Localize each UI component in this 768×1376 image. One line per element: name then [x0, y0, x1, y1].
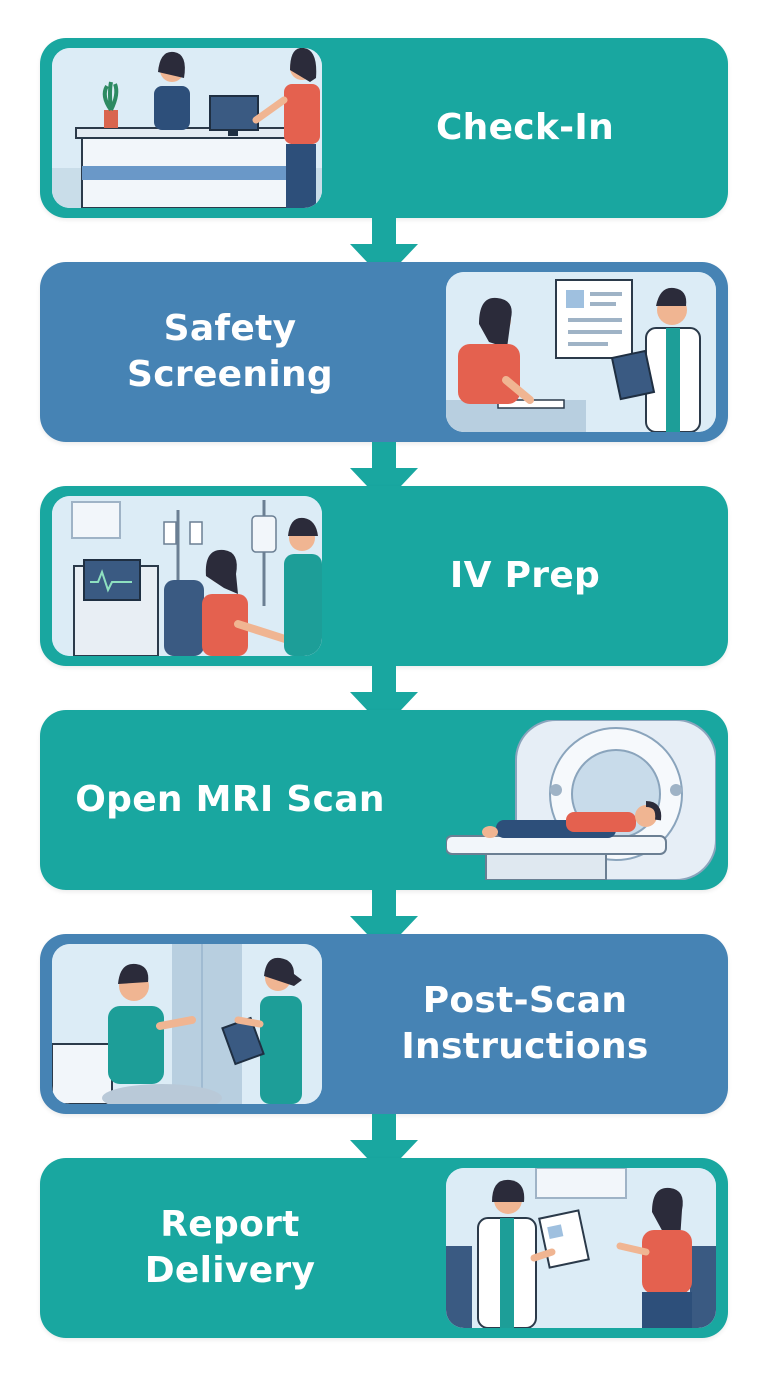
- step-iv-prep: IV Prep: [40, 486, 728, 666]
- step-label: Safety Screening: [127, 308, 333, 395]
- down-arrow-icon: [350, 442, 418, 504]
- step-label: Check-In: [435, 107, 615, 148]
- iv-drip-illustration: [52, 496, 322, 656]
- screening-questionnaire-illustration: [446, 272, 716, 432]
- reception-desk-illustration: [52, 48, 322, 208]
- step-label: Post-Scan Instructions: [401, 980, 649, 1067]
- step-label: Open MRI Scan: [75, 779, 385, 820]
- mri-scanner-illustration: [446, 720, 716, 880]
- step-safety-screening: Safety Screening: [40, 262, 728, 442]
- step-check-in: Check-In: [40, 38, 728, 218]
- step-report-delivery: Report Delivery: [40, 1158, 728, 1338]
- doctor-report-illustration: [446, 1168, 716, 1328]
- step-open-mri-scan: Open MRI Scan: [40, 710, 728, 890]
- step-post-scan-instructions: Post-Scan Instructions: [40, 934, 728, 1114]
- down-arrow-icon: [350, 218, 418, 280]
- step-label: IV Prep: [449, 555, 601, 596]
- step-label: Report Delivery: [144, 1204, 316, 1291]
- down-arrow-icon: [350, 1114, 418, 1176]
- nurse-conversation-illustration: [52, 944, 322, 1104]
- down-arrow-icon: [350, 890, 418, 952]
- down-arrow-icon: [350, 666, 418, 728]
